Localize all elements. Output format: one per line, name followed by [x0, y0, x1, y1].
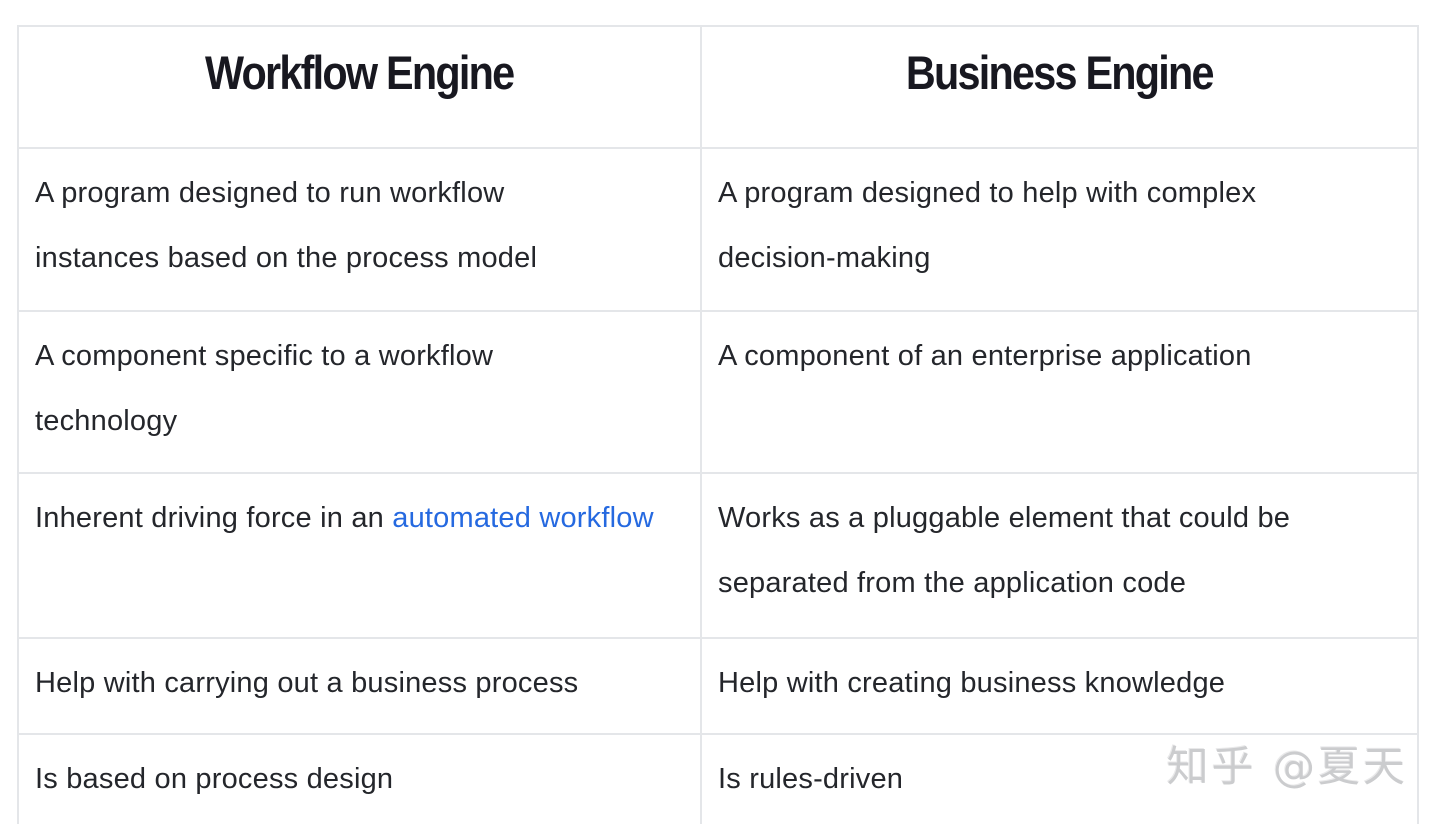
table-row: Inherent driving force in an automated w…: [17, 472, 1419, 639]
cell-workflow-row1: A program designed to run workflow insta…: [17, 147, 702, 312]
cell-business-row2: A component of an enterprise application: [700, 310, 1419, 474]
table-row: A component specific to a workflow techn…: [17, 310, 1419, 474]
cell-business-row4: Help with creating business knowledge: [700, 637, 1419, 735]
table-row: A program designed to run workflow insta…: [17, 147, 1419, 312]
cell-workflow-row5: Is based on process design: [17, 733, 702, 824]
cell-business-row5: Is rules-driven: [700, 733, 1419, 824]
cell-workflow-row2: A component specific to a workflow techn…: [17, 310, 702, 474]
comparison-table: Workflow Engine Business Engine A progra…: [17, 25, 1419, 824]
automated-workflow-link[interactable]: automated workflow: [392, 502, 654, 534]
cell-business-row3: Works as a pluggable element that could …: [700, 472, 1419, 639]
cell-workflow-row3-text: Inherent driving force in an: [35, 502, 393, 534]
table-header-row: Workflow Engine Business Engine: [17, 25, 1419, 149]
table-row: Is based on process design Is rules-driv…: [17, 733, 1419, 824]
cell-workflow-row3: Inherent driving force in an automated w…: [17, 472, 702, 639]
business-engine-header-label: Business Engine: [906, 46, 1215, 99]
cell-business-row1: A program designed to help with complex …: [700, 147, 1419, 312]
comparison-table-container: Workflow Engine Business Engine A progra…: [17, 25, 1419, 824]
workflow-engine-header-label: Workflow Engine: [205, 46, 515, 99]
header-cell-workflow-engine: Workflow Engine: [17, 25, 702, 149]
header-cell-business-engine: Business Engine: [700, 25, 1419, 149]
cell-workflow-row4: Help with carrying out a business proces…: [17, 637, 702, 735]
table-row: Help with carrying out a business proces…: [17, 637, 1419, 735]
